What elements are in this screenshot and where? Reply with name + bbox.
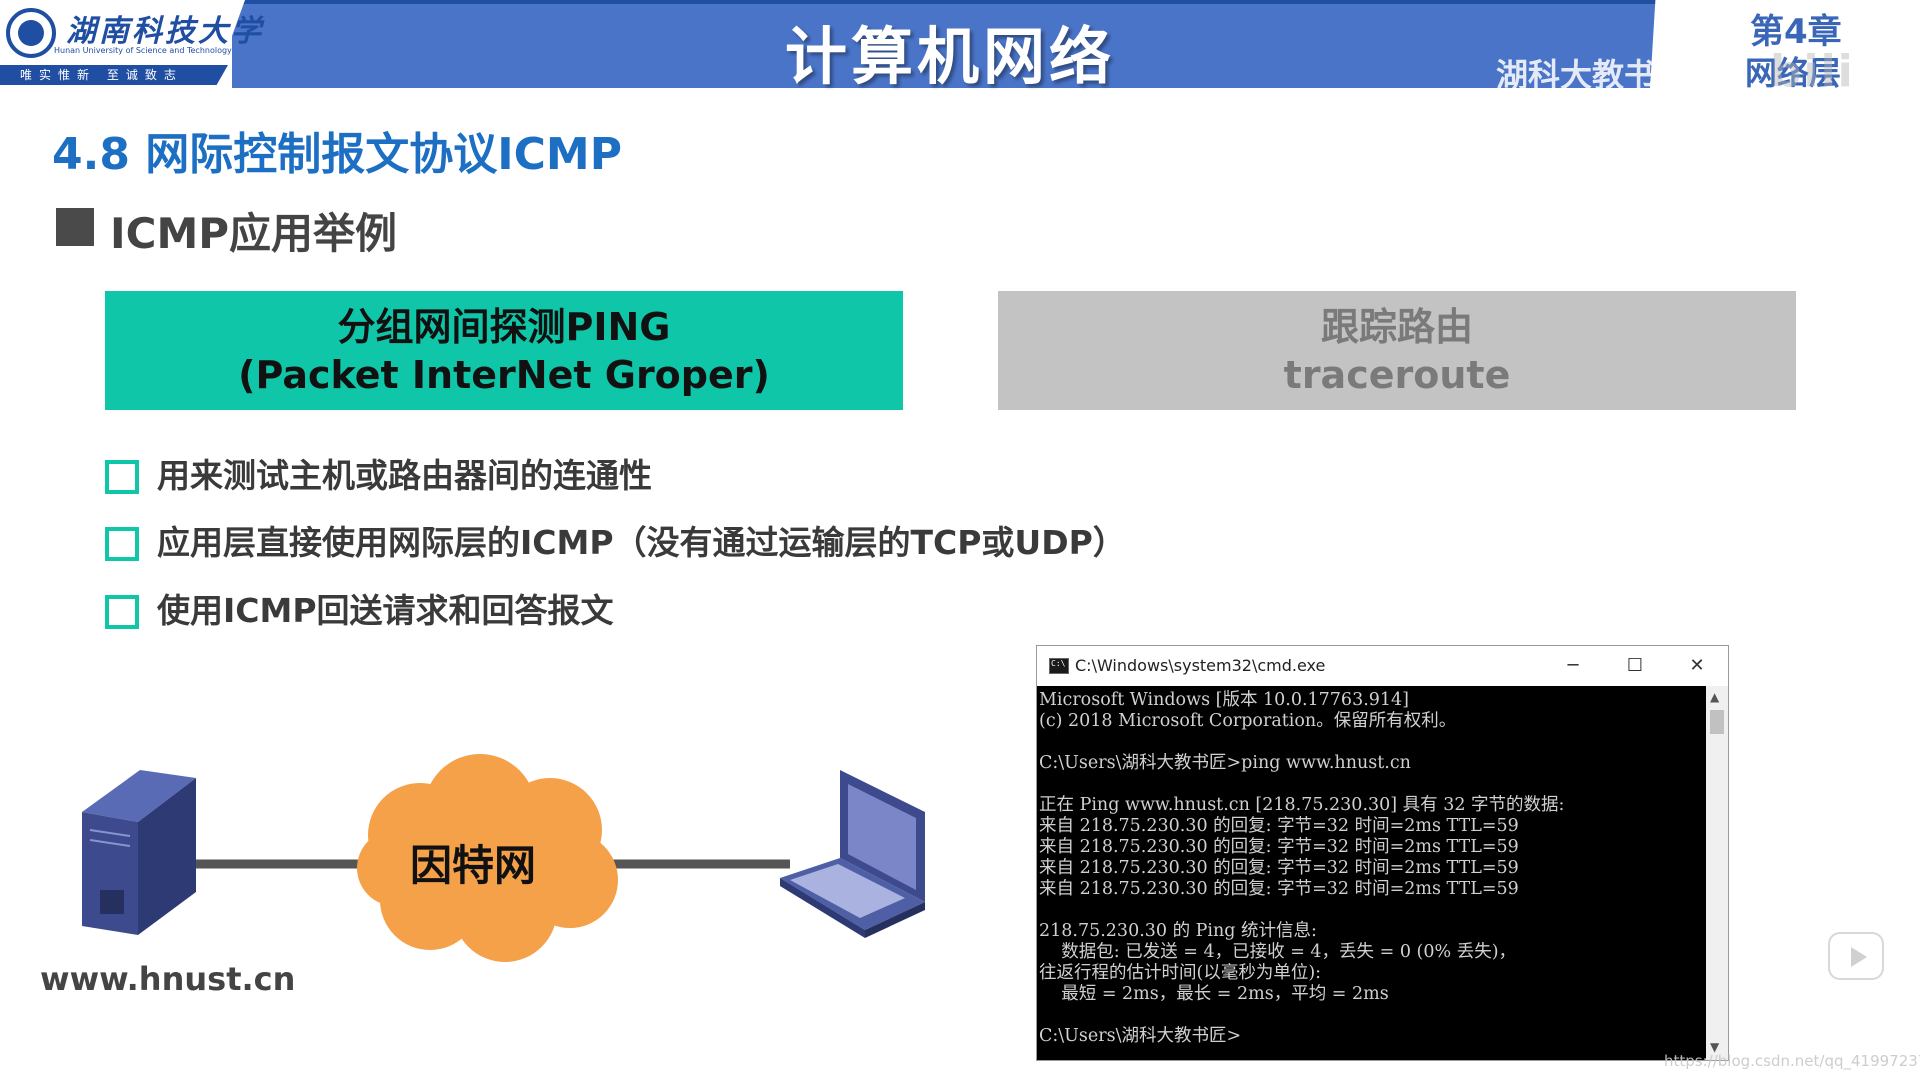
checkbox-icon	[105, 595, 139, 629]
console-line	[1039, 900, 1704, 921]
cmd-console-output[interactable]: Microsoft Windows [版本 10.0.17763.914] (c…	[1037, 686, 1706, 1060]
cloud-label: 因特网	[410, 841, 537, 890]
cmd-scrollbar[interactable]: ▲ ▼	[1706, 686, 1728, 1060]
university-emblem-icon	[6, 8, 56, 58]
server-icon	[82, 770, 196, 935]
course-title: 计算机网络	[784, 20, 1115, 93]
cmd-window[interactable]: C:\Windows\system32\cmd.exe ─ ☐ ✕ Micros…	[1036, 645, 1729, 1061]
internet-cloud-icon	[357, 754, 618, 962]
close-button[interactable]: ✕	[1689, 655, 1705, 676]
cmd-titlebar[interactable]: C:\Windows\system32\cmd.exe ─ ☐ ✕	[1037, 646, 1728, 686]
console-line: 218.75.230.30 的 Ping 统计信息:	[1039, 921, 1317, 941]
square-bullet-icon	[56, 208, 94, 246]
header-top-strip	[0, 0, 1920, 4]
console-line: 来自 218.75.230.30 的回复: 字节=32 时间=2ms TTL=5…	[1039, 837, 1519, 857]
scrollbar-thumb[interactable]	[1710, 710, 1724, 734]
tab-ping-subtitle: (Packet InterNet Groper)	[238, 353, 770, 397]
tab-traceroute-subtitle: traceroute	[1283, 353, 1511, 397]
scroll-down-arrow-icon[interactable]: ▼	[1710, 1040, 1720, 1054]
chapter-box	[1650, 0, 1920, 88]
tab-ping-title: 分组网间探测PING	[337, 305, 671, 349]
network-diagram: www.hnust.cn 因特网	[0, 740, 1000, 1060]
university-name-en: Hunan University of Science and Technolo…	[54, 46, 232, 55]
console-line: 数据包: 已发送 = 4，已接收 = 4，丢失 = 0 (0% 丢失)，	[1039, 942, 1517, 962]
console-line: 来自 218.75.230.30 的回复: 字节=32 时间=2ms TTL=5…	[1039, 816, 1519, 836]
laptop-icon	[780, 770, 925, 938]
list-item-text: 应用层直接使用网际层的ICMP（没有通过运输层的TCP或UDP）	[157, 523, 1126, 562]
console-line: (c) 2018 Microsoft Corporation。保留所有权利。	[1039, 711, 1457, 731]
console-line: C:\Users\湖科大教书匠>	[1039, 1026, 1242, 1046]
chapter-name: 网络层	[1745, 54, 1842, 92]
tab-traceroute[interactable]: 跟踪路由 traceroute	[998, 291, 1796, 410]
header-band	[232, 0, 1662, 88]
list-item-text: 用来测试主机或路由器间的连通性	[157, 456, 652, 495]
url-watermark: https://blog.csdn.net/qq_41997237	[1664, 1052, 1920, 1070]
chapter-number: 第4章	[1750, 12, 1842, 52]
console-line: Microsoft Windows [版本 10.0.17763.914]	[1039, 690, 1409, 710]
server-label: www.hnust.cn	[40, 960, 296, 998]
console-line: 来自 218.75.230.30 的回复: 字节=32 时间=2ms TTL=5…	[1039, 879, 1519, 899]
console-line	[1039, 1005, 1704, 1026]
cmd-window-title: C:\Windows\system32\cmd.exe	[1075, 656, 1326, 675]
console-icon	[1049, 658, 1069, 674]
section-title: 4.8 网际控制报文协议ICMP	[52, 129, 622, 180]
checkbox-icon	[105, 460, 139, 494]
console-line: C:\Users\湖科大教书匠>ping www.hnust.cn	[1039, 753, 1411, 773]
scroll-up-arrow-icon[interactable]: ▲	[1710, 690, 1720, 704]
console-line: 往返行程的估计时间(以毫秒为单位):	[1039, 963, 1322, 983]
subsection-title: ICMP应用举例	[110, 209, 398, 258]
minimize-button[interactable]: ─	[1567, 655, 1579, 676]
maximize-button[interactable]: ☐	[1626, 655, 1644, 676]
network-diagram-graphic	[82, 754, 925, 962]
motto-bar	[0, 65, 228, 85]
console-line: 最短 = 2ms，最长 = 2ms，平均 = 2ms	[1039, 984, 1389, 1004]
slide-header: 湖南科技大学 Hunan University of Science and T…	[0, 0, 1920, 97]
console-line: 正在 Ping www.hnust.cn [218.75.230.30] 具有 …	[1039, 795, 1565, 815]
tab-traceroute-title: 跟踪路由	[1320, 305, 1473, 349]
bilibili-logo-icon: bili	[1770, 46, 1855, 97]
console-line	[1039, 732, 1704, 753]
tab-ping[interactable]: 分组网间探测PING (Packet InterNet Groper)	[105, 291, 903, 410]
checkbox-icon	[105, 527, 139, 561]
list-item-text: 使用ICMP回送请求和回答报文	[157, 591, 614, 630]
university-name-cn: 湖南科技大学	[66, 14, 264, 49]
console-line: 来自 218.75.230.30 的回复: 字节=32 时间=2ms TTL=5…	[1039, 858, 1519, 878]
console-line	[1039, 774, 1704, 795]
university-motto: 唯实惟新 至诚致志	[20, 68, 183, 82]
video-play-icon[interactable]	[1828, 932, 1884, 980]
